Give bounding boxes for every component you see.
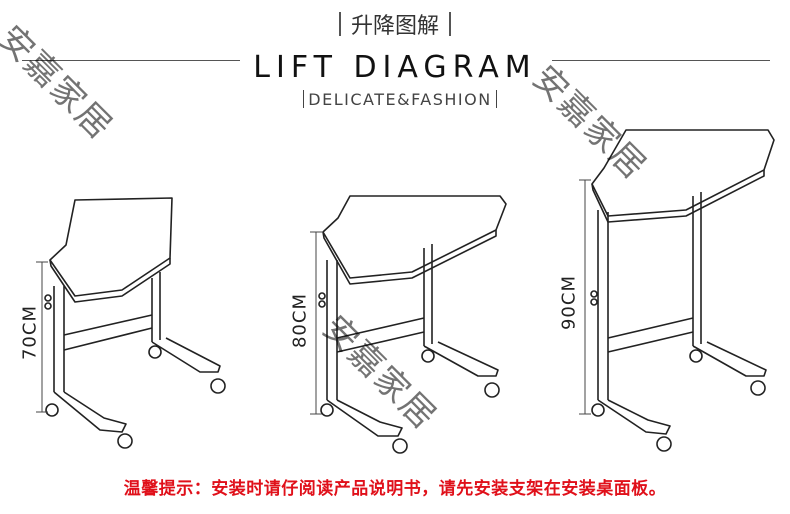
bracket-right xyxy=(495,90,498,108)
height-label-90: 90CM xyxy=(558,272,580,333)
title-bar-right xyxy=(449,12,451,36)
height-label-80: 80CM xyxy=(289,290,311,351)
dimension-lines xyxy=(36,179,591,415)
section-title-cn: 升降图解 xyxy=(300,8,490,40)
header-rule-left xyxy=(22,60,240,61)
subtitle: DELICATE&FASHION xyxy=(270,90,530,109)
header-rule-right xyxy=(552,60,770,61)
title-bar-left xyxy=(338,12,341,36)
height-label-70: 70CM xyxy=(19,302,41,363)
table-70cm xyxy=(44,197,226,449)
install-tip: 温馨提示：安装时请仔阅读产品说明书，请先安装支架在安装桌面板。 xyxy=(123,479,667,499)
bracket-left xyxy=(302,90,305,108)
table-90cm xyxy=(590,129,775,452)
subtitle-text: DELICATE&FASHION xyxy=(308,90,492,109)
title-cn-text: 升降图解 xyxy=(350,14,439,39)
title-en: LIFT DIAGRAM xyxy=(253,50,537,85)
table-80cm xyxy=(318,195,507,454)
